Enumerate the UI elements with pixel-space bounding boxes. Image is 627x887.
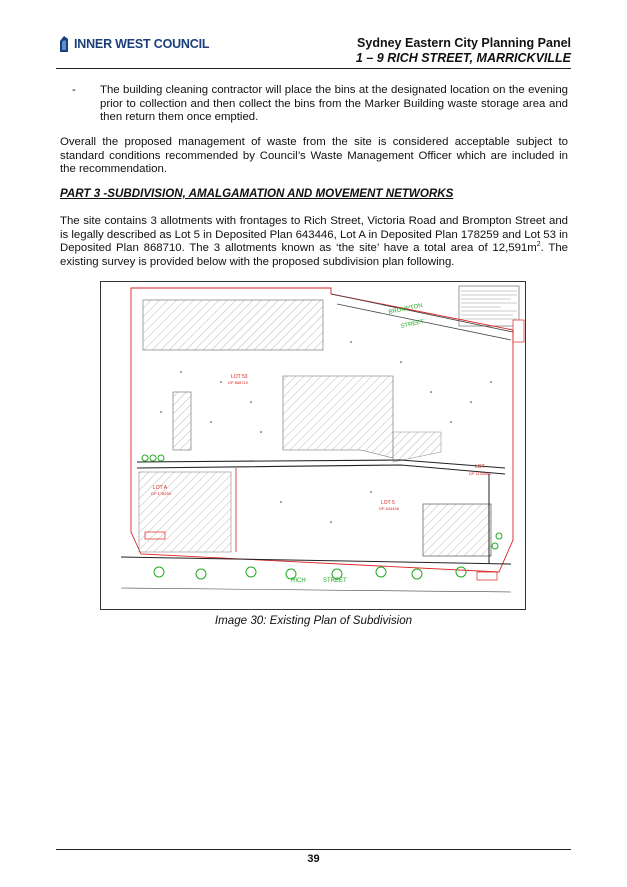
section-heading: PART 3 -SUBDIVISION, AMALGAMATION AND MO… (60, 187, 454, 200)
survey-points (160, 341, 492, 523)
logo-text: INNER WEST COUNCIL (74, 36, 210, 51)
document-header: Sydney Eastern City Planning Panel 1 – 9… (356, 36, 571, 66)
site-address: 1 – 9 RICH STREET, MARRICKVILLE (355, 51, 571, 65)
street-label-brompton: BROMPTON (388, 303, 423, 316)
paragraph-text-before: The site contains 3 allotments with fron… (60, 215, 568, 255)
survey-plan-drawing: BROMPTON STREET RICH STREET LOT 53 DP 86… (120, 285, 525, 593)
lot-label-east: LOT (475, 464, 485, 470)
street-trees (141, 454, 503, 580)
page-number: 39 (307, 853, 320, 865)
building-central (282, 375, 394, 459)
bullet-marker: - (72, 84, 76, 96)
area-east (392, 431, 442, 463)
bullet-item: - The building cleaning contractor will … (60, 84, 568, 125)
street-label-brompton-2: STREET (400, 319, 425, 330)
panel-title: Sydney Eastern City Planning Panel (357, 36, 571, 50)
paragraph-waste-summary: Overall the proposed management of waste… (60, 136, 568, 176)
title-block (458, 285, 520, 327)
council-logo-icon (60, 36, 68, 52)
red-annotation (144, 531, 166, 540)
area-superscript: 2 (536, 241, 541, 249)
lot-label-5: LOT 5 (381, 500, 395, 506)
street-label-rich-2: STREET (323, 578, 347, 584)
figure-caption: Image 30: Existing Plan of Subdivision (214, 614, 413, 627)
building-south-east (422, 503, 492, 557)
lot-plan-53: DP 868710 (228, 380, 249, 385)
access-road-edge (136, 459, 506, 469)
lot-label-53: LOT 53 (231, 374, 248, 380)
lot-plan-a: DP 178259 (151, 491, 172, 496)
header-divider (56, 68, 571, 69)
rich-street-kerb (120, 556, 512, 565)
lot-a-area (138, 471, 232, 553)
lot-plan-5: DP 643446 (379, 506, 400, 511)
site-boundary (130, 287, 514, 573)
bullet-text: The building cleaning contractor will pl… (100, 84, 568, 124)
lot-plan-east: DP 1102864 (469, 471, 492, 476)
street-label-rich: RICH (291, 578, 306, 584)
lot-label-a: LOT A (153, 485, 168, 491)
footer-divider (56, 849, 571, 850)
paragraph-site-description: The site contains 3 allotments with fron… (60, 215, 568, 270)
legend-box (512, 319, 525, 343)
paragraph-text-after: . The existing survey is provided below … (60, 242, 568, 269)
council-logo: INNER WEST COUNCIL (58, 35, 209, 52)
building-small (172, 391, 192, 451)
subdivision-plan-image: BROMPTON STREET RICH STREET LOT 53 DP 86… (100, 281, 526, 610)
building-north (142, 299, 324, 351)
